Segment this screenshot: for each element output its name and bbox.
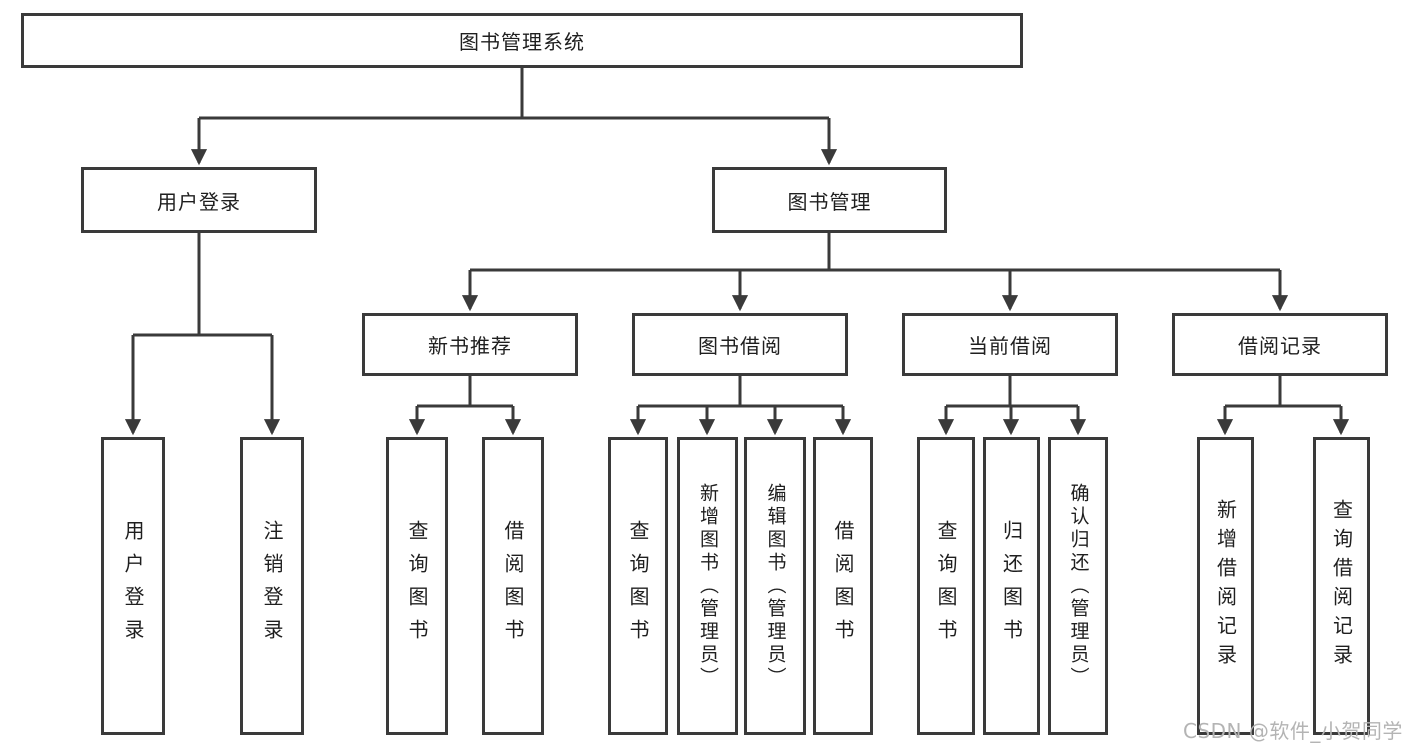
node-label: 用户登录 (157, 189, 241, 214)
node-user-login: 用户登录 (81, 167, 317, 233)
leaf-confirm-return-admin: 确认归还（管理员） (1048, 437, 1108, 735)
leaf-borrow-book-2: 借阅图书 (813, 437, 873, 735)
leaf-edit-book-admin: 编辑图书（管理员） (744, 437, 806, 735)
leaf-label: 查询图书 (934, 520, 958, 652)
node-label: 图书管理 (787, 189, 872, 214)
node-library-management-system: 图书管理系统 (21, 13, 1023, 68)
connector-borrow-records-group (1225, 376, 1341, 408)
node-label: 借阅记录 (1238, 334, 1322, 358)
leaf-label: 借阅图书 (831, 520, 855, 652)
connector-root-to-level2 (199, 68, 829, 120)
leaf-label: 查询借阅记录 (1329, 499, 1354, 673)
connector-current-borrow-group (946, 376, 1078, 408)
leaf-logout: 注销登录 (240, 437, 304, 735)
leaf-return-book: 归还图书 (983, 437, 1040, 735)
leaf-label: 注销登录 (260, 520, 284, 652)
leaf-label: 查询图书 (405, 520, 429, 652)
connector-new-book-group (417, 376, 513, 408)
node-label: 新书推荐 (428, 334, 512, 358)
leaf-query-book-3: 查询图书 (917, 437, 975, 735)
node-book-borrow: 图书借阅 (632, 313, 848, 376)
leaf-add-book-admin: 新增图书（管理员） (677, 437, 738, 735)
leaf-label: 归还图书 (999, 520, 1024, 652)
leaf-user-login: 用户登录 (101, 437, 165, 735)
node-current-borrow: 当前借阅 (902, 313, 1118, 376)
leaf-label: 用户登录 (121, 520, 145, 652)
node-label: 图书管理系统 (459, 30, 585, 54)
leaf-query-borrow-record: 查询借阅记录 (1313, 437, 1370, 735)
leaf-label: 查询图书 (626, 520, 650, 652)
csdn-watermark: CSDN @软件_小贺同学 (1183, 719, 1403, 743)
node-borrow-records: 借阅记录 (1172, 313, 1388, 376)
leaf-label: 确认归还（管理员） (1067, 482, 1090, 690)
connector-user-login-group (133, 233, 272, 337)
leaf-add-borrow-record: 新增借阅记录 (1197, 437, 1254, 735)
leaf-label: 借阅图书 (501, 520, 525, 652)
leaf-query-book-2: 查询图书 (608, 437, 668, 735)
connector-book-borrow-group (638, 376, 843, 408)
leaf-label: 编辑图书（管理员） (764, 482, 787, 690)
node-label: 当前借阅 (968, 334, 1052, 358)
leaf-label: 新增图书（管理员） (697, 482, 719, 690)
leaf-query-book-1: 查询图书 (386, 437, 448, 735)
node-label: 图书借阅 (698, 334, 782, 358)
leaf-borrow-book-1: 借阅图书 (482, 437, 544, 735)
leaf-label: 新增借阅记录 (1213, 499, 1238, 673)
connector-book-management-group (470, 233, 1280, 272)
node-new-book-recommend: 新书推荐 (362, 313, 578, 376)
node-book-management: 图书管理 (712, 167, 947, 233)
